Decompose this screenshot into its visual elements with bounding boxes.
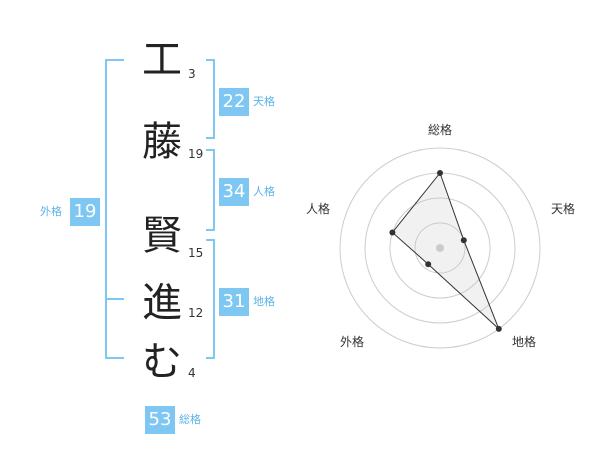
radar-point-1: [437, 170, 443, 176]
gaikaku-label: 外格: [40, 205, 62, 218]
radar-point-3: [495, 325, 502, 332]
jinkaku-badge: 34: [219, 178, 249, 206]
tenkaku-badge: 22: [219, 88, 249, 116]
radar-point-4: [425, 261, 432, 268]
radar-center-dot: [436, 244, 444, 252]
soukaku-label: 総格: [179, 413, 201, 426]
name-char-2: 藤: [142, 119, 182, 165]
stroke-count-3: 15: [188, 246, 204, 260]
radar-label-gaikaku: 外格: [340, 334, 364, 349]
radar-label-chikaku: 地格: [512, 334, 536, 349]
chikaku-badge: 31: [219, 288, 249, 316]
jinkaku-label: 人格: [253, 185, 275, 198]
tenkaku-label: 天格: [253, 95, 275, 108]
stroke-count-5: 4: [188, 366, 196, 380]
chikaku-label: 地格: [253, 295, 275, 308]
radar-point-2: [460, 237, 467, 244]
radar-label-soukaku: 総格: [428, 122, 452, 137]
tenkaku-bracket: [206, 59, 215, 139]
outer-bracket: [105, 59, 124, 359]
name-char-5: む: [142, 339, 182, 385]
stroke-count-4: 12: [188, 306, 204, 320]
stroke-count-2: 19: [188, 147, 204, 161]
radar-point-5: [389, 229, 396, 236]
radar-grid: [339, 147, 541, 349]
name-char-3: 賢: [142, 213, 182, 259]
name-char-4: 進: [142, 280, 182, 326]
name-char-1: 工: [142, 37, 182, 83]
soukaku-badge: 53: [145, 406, 175, 434]
chikaku-bracket: [206, 239, 215, 359]
radar-label-jinkaku: 人格: [306, 201, 330, 216]
gaikaku-badge: 19: [70, 198, 100, 226]
radar-polygon: [391, 171, 500, 330]
stroke-count-1: 3: [188, 67, 196, 81]
jinkaku-bracket: [206, 149, 215, 231]
radar-label-tenkaku: 天格: [551, 201, 575, 216]
